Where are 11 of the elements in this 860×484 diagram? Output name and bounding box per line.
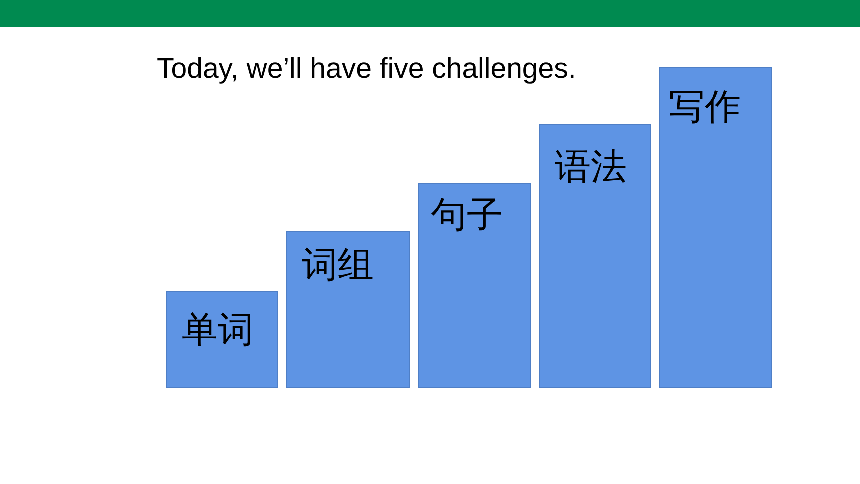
title: Today, we’ll have five challenges. (157, 52, 576, 86)
block-label: 句子 (431, 195, 503, 237)
block-label: 单词 (182, 310, 254, 352)
block-label: 语法 (555, 147, 627, 189)
block-label: 写作 (669, 87, 741, 129)
stair-block (166, 291, 278, 388)
stair-block (286, 231, 410, 388)
block-label: 词组 (302, 245, 374, 287)
stair-block (659, 67, 772, 388)
stair-block (539, 124, 651, 388)
stair-block (418, 183, 531, 388)
